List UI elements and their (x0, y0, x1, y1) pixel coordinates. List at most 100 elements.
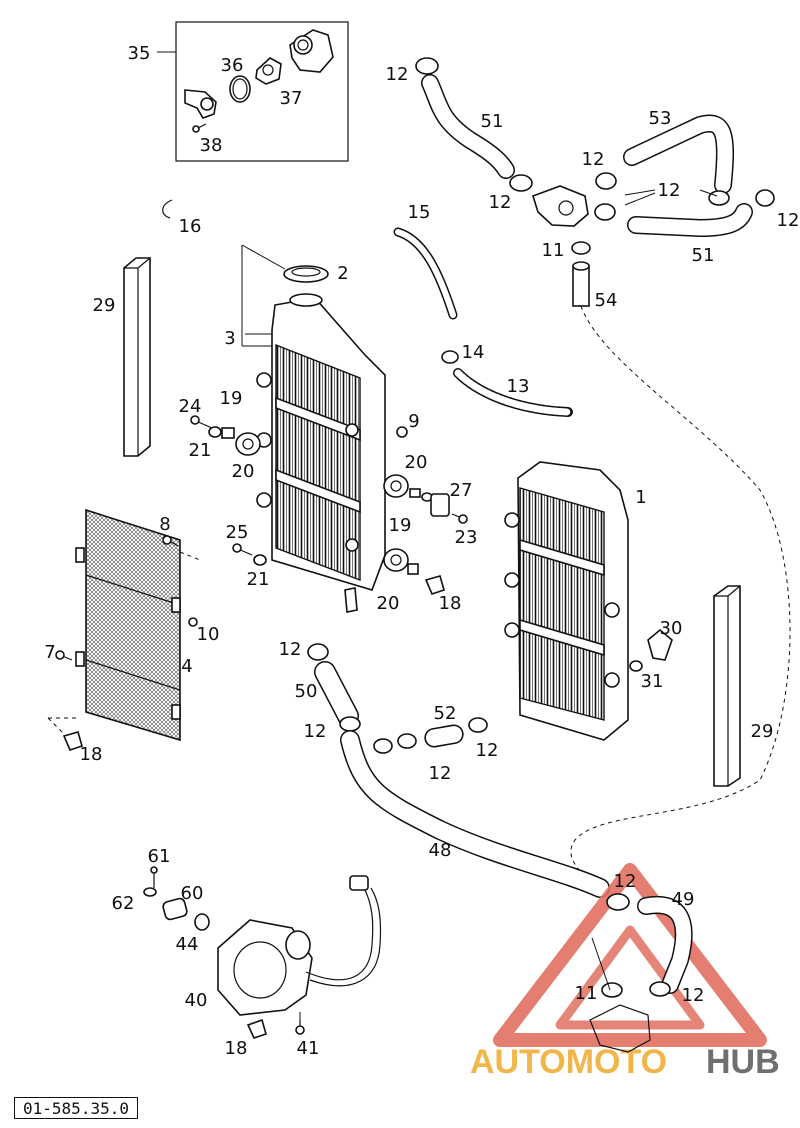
hose-clamp-12k[interactable] (468, 717, 488, 733)
hose-clamp-14-part[interactable] (441, 350, 459, 364)
callout-12-i: 12 (476, 740, 499, 761)
thermostat-housing-part[interactable] (184, 89, 217, 119)
washer-62-part[interactable] (143, 887, 157, 897)
callout-7: 7 (44, 642, 55, 663)
screw-61-part[interactable] (150, 866, 158, 888)
callout-61: 61 (148, 846, 171, 867)
callout-21-b: 21 (247, 569, 270, 590)
clip-18-grille-part[interactable] (62, 731, 83, 751)
clip-16-part[interactable] (162, 199, 173, 219)
callout-51-a: 51 (481, 111, 504, 132)
routing-line (570, 305, 791, 891)
overflow-hose-15[interactable] (393, 227, 458, 320)
bolt-25-part[interactable] (232, 543, 253, 556)
lower-hose-48[interactable] (340, 730, 610, 898)
protector-29-right[interactable] (713, 585, 741, 787)
water-pump-cover-part[interactable] (589, 1004, 651, 1053)
hose-clamp-12l[interactable] (606, 893, 630, 911)
hose-clamp-12d[interactable] (594, 203, 616, 221)
nut-9-part[interactable] (396, 426, 408, 438)
callout-8: 8 (159, 514, 170, 535)
callout-24: 24 (179, 396, 202, 417)
rubber-mount-27-part[interactable] (430, 493, 450, 517)
screw-7-part[interactable] (55, 650, 73, 661)
callout-18-a: 18 (439, 593, 462, 614)
spacer-19-mid-part[interactable] (409, 488, 421, 498)
hose-clamp-12i[interactable] (373, 738, 393, 754)
radiator-left-part[interactable] (256, 293, 386, 613)
protector-29-left[interactable] (123, 257, 151, 457)
upper-hose-51[interactable] (421, 74, 515, 179)
callout-31: 31 (641, 671, 664, 692)
callout-19-a: 19 (220, 388, 243, 409)
callout-29-a: 29 (93, 295, 116, 316)
hose-52-part[interactable] (424, 724, 465, 748)
callout-36: 36 (221, 55, 244, 76)
sleeve-11-lower-part[interactable] (601, 982, 623, 998)
callout-30: 30 (660, 618, 683, 639)
callout-37: 37 (280, 88, 303, 109)
hose-clamp-12m[interactable] (649, 981, 671, 997)
spacer-19-bottom-part[interactable] (407, 563, 419, 575)
callout-44: 44 (176, 934, 199, 955)
screw-38-part[interactable] (192, 123, 207, 133)
thermostat-kit-group: 35 36 37 38 (128, 21, 349, 162)
callout-1: 1 (635, 487, 646, 508)
hose-clamp-12c[interactable] (595, 172, 617, 190)
radiator-right-part[interactable] (504, 461, 629, 741)
washer-21-bottom-part[interactable] (253, 554, 267, 566)
hose-clamp-12a[interactable] (415, 57, 439, 75)
upper-hose-53[interactable] (623, 114, 734, 194)
callout-11-a: 11 (542, 240, 565, 261)
thermostat-cover-part[interactable] (289, 29, 334, 73)
callout-41: 41 (297, 1038, 320, 1059)
callout-12-a: 12 (386, 64, 409, 85)
clip-18-fan-part[interactable] (246, 1018, 267, 1039)
lower-hose-51[interactable] (627, 203, 753, 238)
callout-12-k: 12 (682, 985, 705, 1006)
tube-54-part[interactable] (572, 261, 590, 307)
bolt-24-part[interactable] (190, 415, 213, 429)
washer-21-top-part[interactable] (208, 426, 222, 438)
callout-15: 15 (408, 202, 431, 223)
spacer-19-top-part[interactable] (221, 427, 235, 439)
hose-clamp-12e[interactable] (708, 190, 730, 206)
screw-8-part[interactable] (162, 535, 179, 547)
nut-10-part[interactable] (188, 617, 198, 627)
water-pump-head-part[interactable] (532, 185, 589, 227)
grommet-44-part[interactable] (194, 913, 210, 931)
watermark-brand-part-2: HUB (706, 1043, 780, 1081)
hose-49-part[interactable] (637, 895, 693, 994)
grommet-20-bottom-part[interactable] (383, 548, 409, 572)
callout-35: 35 (128, 43, 151, 64)
hose-clamp-12g[interactable] (307, 643, 329, 661)
o-ring-part[interactable] (229, 75, 251, 103)
spacer-60-part[interactable] (162, 897, 188, 921)
callout-50: 50 (295, 681, 318, 702)
clip-18-mid-part[interactable] (424, 575, 445, 595)
temp-sensor-30-part[interactable] (647, 628, 673, 661)
radiator-cap-part[interactable] (283, 265, 329, 283)
callout-12-b: 12 (489, 192, 512, 213)
thermostat-part[interactable] (255, 57, 282, 85)
hose-50-part[interactable] (314, 661, 359, 727)
hose-clamp-12h[interactable] (339, 716, 361, 732)
hose-clamp-12b[interactable] (509, 174, 533, 192)
sleeve-11-part[interactable] (571, 241, 591, 255)
thermostat-kit-frame (175, 21, 349, 162)
callout-2: 2 (337, 263, 348, 284)
washer-31-part[interactable] (629, 660, 643, 672)
grommet-20-mid-part[interactable] (383, 474, 409, 498)
figure-reference-number: 01-585.35.0 (14, 1097, 138, 1119)
hose-clamp-12j[interactable] (397, 733, 417, 749)
overflow-hose-13[interactable] (453, 368, 573, 417)
hose-clamp-12f-right[interactable] (755, 189, 775, 207)
callout-38: 38 (200, 135, 223, 156)
callout-12-j: 12 (614, 871, 637, 892)
grommet-20-top-part[interactable] (235, 432, 261, 456)
cooling-fan-40-part[interactable] (217, 875, 382, 1016)
bolt-23-part[interactable] (451, 513, 468, 524)
callout-52: 52 (434, 703, 457, 724)
radiator-grille-4[interactable] (75, 508, 181, 742)
